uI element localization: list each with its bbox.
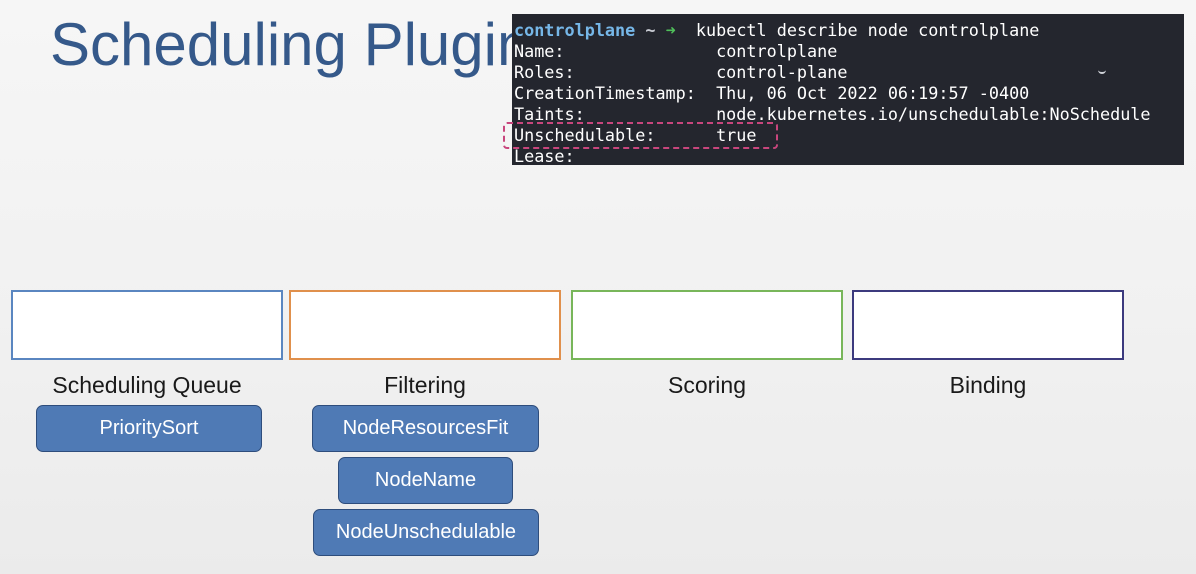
terminal-row-creation-timestamp: CreationTimestamp: Thu, 06 Oct 2022 06:1… xyxy=(514,83,1151,104)
terminal-row-key: Roles: xyxy=(514,62,575,82)
terminal-row-value: control-plane xyxy=(716,62,848,82)
plugin-node-resources-fit: NodeResourcesFit xyxy=(312,405,539,452)
unschedulable-highlight-box xyxy=(503,122,778,149)
terminal-row-unschedulable: Unschedulable: true xyxy=(514,125,1151,146)
terminal-artifact-mark xyxy=(1098,68,1106,74)
stage-box-binding xyxy=(852,290,1124,360)
terminal-row-roles: Roles: control-plane xyxy=(514,62,1151,83)
terminal-output: controlplane ~ ➜ kubectl describe node c… xyxy=(514,20,1151,165)
stage-label-filtering: Filtering xyxy=(384,372,466,398)
stage-label-scheduling-queue: Scheduling Queue xyxy=(52,372,242,398)
terminal-row-key: Unschedulable: xyxy=(514,125,656,145)
terminal-row-key: Name: xyxy=(514,41,565,61)
terminal-row-key: Lease: xyxy=(514,146,575,165)
terminal-row-value: controlplane xyxy=(716,41,838,61)
terminal-row-value: Thu, 06 Oct 2022 06:19:57 -0400 xyxy=(716,83,1030,103)
plugin-priority-sort: PrioritySort xyxy=(36,405,262,452)
terminal-row-key: Taints: xyxy=(514,104,585,124)
terminal-command: kubectl describe node controlplane xyxy=(695,20,1040,40)
terminal-row-lease: Lease: xyxy=(514,146,1151,165)
stage-label-scoring: Scoring xyxy=(668,372,746,398)
terminal-row-value: node.kubernetes.io/unschedulable:NoSched… xyxy=(716,104,1151,124)
terminal-row-taints: Taints: node.kubernetes.io/unschedulable… xyxy=(514,104,1151,125)
prompt-host: controlplane xyxy=(514,20,636,40)
prompt-directory: ~ xyxy=(645,20,656,40)
stage-box-filtering xyxy=(289,290,561,360)
terminal-window: controlplane ~ ➜ kubectl describe node c… xyxy=(512,14,1184,165)
slide-title: Scheduling Plugins xyxy=(50,11,561,78)
stage-box-scoring xyxy=(571,290,843,360)
prompt-arrow-icon: ➜ xyxy=(665,20,676,40)
plugin-node-unschedulable: NodeUnschedulable xyxy=(313,509,539,556)
terminal-row-key: CreationTimestamp: xyxy=(514,83,696,103)
stage-label-binding: Binding xyxy=(949,372,1027,398)
stage-box-scheduling-queue xyxy=(11,290,283,360)
terminal-prompt-line: controlplane ~ ➜ kubectl describe node c… xyxy=(514,20,1151,41)
terminal-row-value: true xyxy=(716,125,757,145)
plugin-node-name: NodeName xyxy=(338,457,513,504)
terminal-row-name: Name: controlplane xyxy=(514,41,1151,62)
